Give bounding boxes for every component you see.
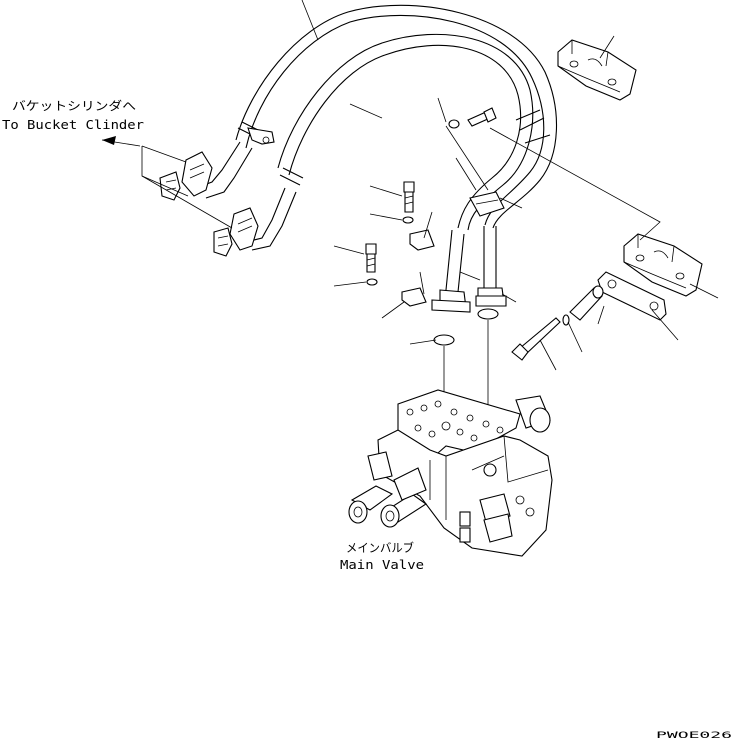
bucket-cylinder-label-en: To Bucket Clinder: [2, 118, 144, 132]
bucket-cylinder-label-jp: バケットシリンダへ: [12, 98, 136, 113]
center-tubes: [431, 226, 507, 313]
washer-upper: [402, 216, 414, 224]
hose-clamp-bracket: [247, 127, 275, 145]
lower-hose-fitting: [229, 187, 297, 251]
o-ring-right: [477, 308, 499, 320]
hose-pair: [235, 4, 558, 231]
main-valve-label-en: Main Valve: [340, 558, 424, 572]
main-valve-label-jp: メインバルブ: [346, 540, 414, 555]
spacer-collar: [569, 285, 604, 321]
center-hose-clamp: [469, 191, 505, 217]
clamp-half-upper: [409, 229, 435, 251]
long-bolt: [511, 317, 561, 361]
washer-lower: [366, 278, 378, 286]
spacer-washer: [562, 314, 570, 326]
callout-bracket-left: [101, 136, 233, 229]
bolt-upper: [403, 181, 415, 213]
leader-lines: [301, 0, 719, 371]
lower-clamp-block: [623, 233, 703, 297]
drawing-code: PWOE026: [656, 731, 732, 741]
upper-hose-fitting: [181, 141, 253, 199]
clamp-half-lower: [401, 287, 427, 307]
bolt-lower: [365, 243, 377, 273]
o-ring-left: [433, 334, 455, 346]
top-bolt-and-washer: [448, 107, 497, 129]
upper-clamp-block: [557, 39, 637, 101]
lower-split-flange: [213, 227, 233, 257]
main-valve: [348, 389, 553, 557]
